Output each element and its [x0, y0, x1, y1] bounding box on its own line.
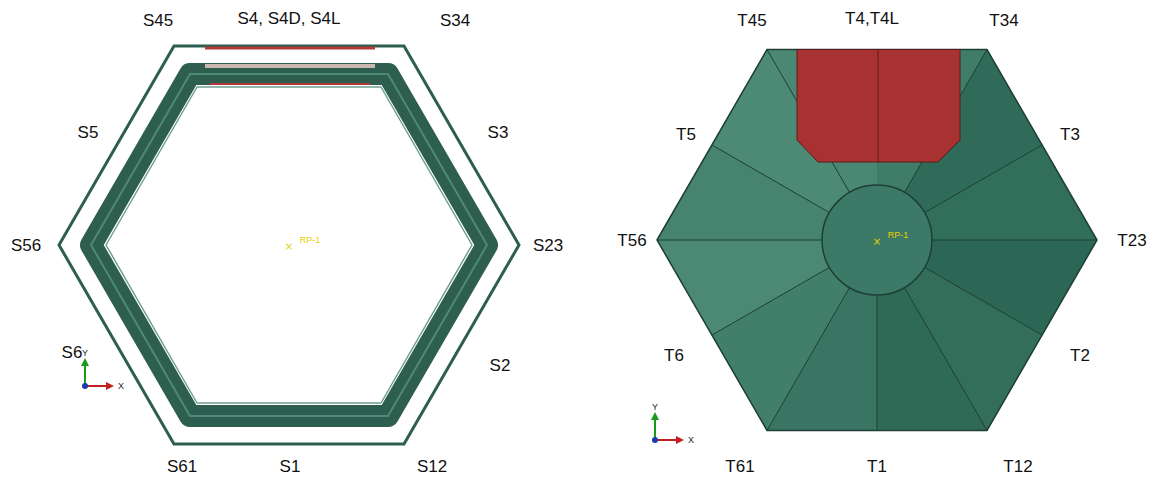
- part-label: T6: [664, 347, 684, 364]
- part-label: S4, S4D, S4L: [237, 10, 340, 27]
- part-label: T2: [1070, 347, 1090, 364]
- part-label: S12: [417, 458, 447, 475]
- part-label: S2: [490, 357, 511, 374]
- part-label: S1: [280, 458, 301, 475]
- red-band: [205, 64, 375, 68]
- part-label: T4,T4L: [845, 10, 899, 27]
- part-label: T45: [737, 12, 766, 29]
- outer-frame: [59, 46, 519, 444]
- center-disc: [822, 185, 932, 295]
- reference-point-label: RP-1: [300, 236, 321, 245]
- inner-frame: [91, 74, 487, 416]
- part-label: T12: [1003, 458, 1032, 475]
- part-label: S23: [533, 237, 563, 254]
- red-region: [797, 50, 960, 163]
- part-label: S3: [488, 124, 509, 141]
- axis-label: X: [688, 436, 694, 445]
- part-label: S5: [78, 124, 99, 141]
- reference-point-label: RP-1: [888, 231, 909, 240]
- svg-text:×: ×: [873, 236, 881, 247]
- frame-edge: [91, 74, 487, 416]
- part-label: S45: [143, 12, 173, 29]
- part-label: T23: [1117, 232, 1146, 249]
- svg-text:×: ×: [285, 241, 293, 252]
- part-label: T1: [867, 458, 887, 475]
- red-band: [205, 47, 375, 50]
- axis-label: Y: [82, 349, 88, 358]
- axis-label: X: [118, 382, 124, 391]
- part-label: S6: [62, 344, 83, 361]
- part-label: T56: [617, 232, 646, 249]
- part-label: S34: [440, 12, 470, 29]
- red-band: [210, 83, 370, 85]
- part-label: S61: [167, 458, 197, 475]
- part-label: T34: [989, 12, 1018, 29]
- frame-edge: [106, 87, 472, 403]
- solid-hexagon: [657, 50, 1097, 431]
- part-label: T61: [725, 458, 754, 475]
- part-label: S56: [11, 237, 41, 254]
- part-label: T5: [676, 126, 696, 143]
- part-label: T3: [1060, 126, 1080, 143]
- axis-label: Y: [652, 403, 658, 412]
